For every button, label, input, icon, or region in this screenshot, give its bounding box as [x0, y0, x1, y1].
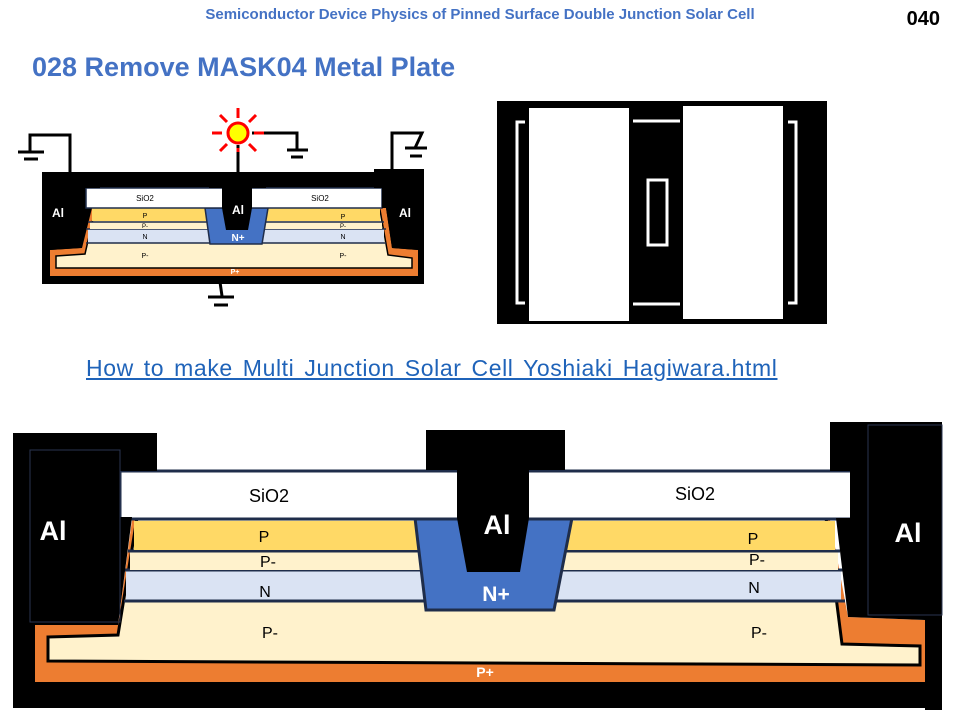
mask-open-area-left [529, 108, 629, 321]
p-minus-label: P- [749, 552, 765, 569]
large-cross-section-diagram: SiO2 SiO2 Al Al Al P P P- P- N N N+ P- P… [13, 422, 943, 710]
n-plus-label: N+ [482, 583, 509, 606]
al-label: Al [399, 206, 411, 220]
p-minus-label: P- [142, 253, 150, 260]
p-minus-label: P- [751, 625, 767, 642]
sio2-label: SiO2 [675, 484, 715, 504]
p-minus-label: P- [340, 224, 346, 230]
n-plus-label: N+ [231, 233, 244, 244]
left-ground-icon [18, 133, 72, 172]
al-label: Al [232, 203, 244, 217]
right-ground-icon [390, 131, 427, 170]
al-label: Al [895, 518, 922, 548]
page-number: 040 [906, 8, 940, 30]
p-minus-label: P- [142, 224, 148, 230]
slide-title: 028 Remove MASK04 Metal Plate [32, 52, 456, 82]
p-label: P [143, 213, 148, 220]
small-cross-section-diagram: SiO2 SiO2 Al Al Al P P P- P- N N N+ P- P… [18, 108, 427, 307]
p-minus-label: P- [262, 625, 278, 642]
light-bulb-icon [212, 108, 308, 172]
p-minus-label: P- [340, 253, 348, 260]
mask-bracket-right [788, 120, 798, 305]
n-label: N [142, 234, 147, 241]
bottom-ground-icon [208, 281, 234, 307]
p-label: P [259, 529, 270, 546]
p-minus-label: P- [260, 554, 276, 571]
sio2-label: SiO2 [311, 194, 329, 203]
al-label: Al [484, 510, 511, 540]
mask-bracket-left [515, 120, 525, 305]
mask04-pattern-diagram [497, 101, 827, 324]
p-plus-label: P+ [476, 664, 494, 680]
al-label: Al [40, 516, 67, 546]
sio2-label: SiO2 [136, 194, 154, 203]
n-label: N [748, 580, 760, 597]
n-label: N [259, 584, 271, 601]
sio2-label: SiO2 [249, 486, 289, 506]
p-plus-label: P+ [231, 269, 240, 276]
mask-open-area-right [683, 106, 783, 319]
al-label: Al [52, 206, 64, 220]
header-title: Semiconductor Device Physics of Pinned S… [205, 6, 755, 23]
reference-link[interactable]: How to make Multi Junction Solar Cell Yo… [86, 355, 778, 381]
p-label: P [341, 214, 346, 221]
p-label: P [748, 531, 759, 548]
n-label: N [340, 234, 345, 241]
mask-contact-window [646, 178, 669, 247]
